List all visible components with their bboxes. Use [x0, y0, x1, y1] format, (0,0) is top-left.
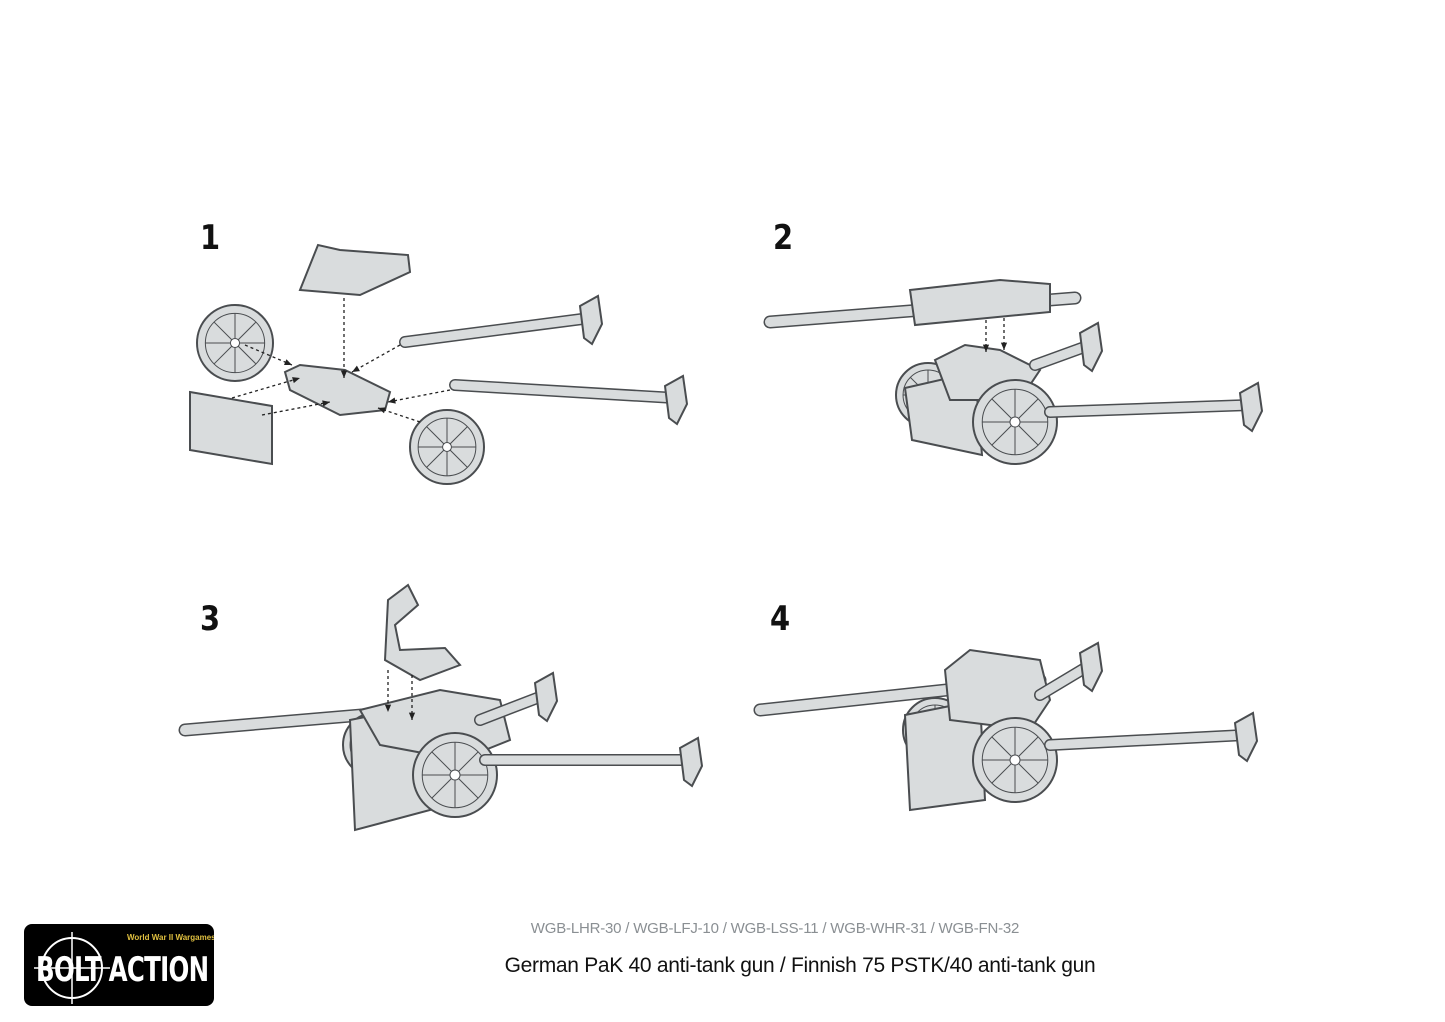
- arrow-shield-1-head: [292, 377, 300, 384]
- upper-trail-spade: [533, 671, 559, 723]
- gun-shield: [943, 648, 1052, 732]
- arrow-right-wheel: [377, 407, 421, 423]
- step-number-2: 2: [773, 218, 794, 258]
- bolt-action-logo: World War II Wargames Rules BOLT ACTION: [24, 924, 214, 1006]
- logo-tagline: World War II Wargames Rules: [127, 933, 214, 942]
- arrow-shield-2-head: [322, 400, 330, 407]
- step-number-1: 1: [200, 218, 221, 258]
- arrow-upper-trail: [351, 344, 401, 373]
- left-wheel-part-hub: [229, 337, 241, 349]
- near-wheel-hub: [449, 769, 461, 781]
- near-wheel-hub: [1009, 416, 1021, 428]
- arrow-upper-trail-head: [352, 365, 360, 372]
- logo-wordmark: BOLT ACTION: [36, 950, 209, 990]
- upper-trail-spade: [1078, 321, 1104, 373]
- lower-trail-spade: [1238, 381, 1264, 433]
- gun-shield-top: [383, 583, 462, 682]
- right-wheel-part-hub: [442, 442, 452, 452]
- barrel-cradle: [908, 278, 1051, 327]
- arrow-cradle-head: [340, 370, 348, 378]
- upper-trail-part: [400, 313, 595, 347]
- near-wheel-hub: [1009, 754, 1021, 766]
- product-codes: WGB-LHR-30 / WGB-LFJ-10 / WGB-LSS-11 / W…: [530, 920, 1020, 937]
- carriage-part: [283, 363, 392, 417]
- upper-trail-spade: [1078, 641, 1104, 693]
- arrow-left-wheel-head: [284, 359, 292, 365]
- upper-trail: [475, 690, 550, 725]
- gun-cradle-part: [298, 243, 412, 297]
- lower-trail: [1045, 730, 1250, 750]
- upper-trail: [1030, 340, 1095, 370]
- lower-trail-spade: [678, 736, 704, 788]
- lower-trail: [1045, 400, 1255, 417]
- arrow-lower-trail-head: [388, 397, 396, 404]
- arrow-shield-2-head: [408, 712, 416, 720]
- lower-trail-part: [450, 380, 680, 403]
- arrow-right-wheel-head: [378, 407, 386, 414]
- arrow-barrel-1-head: [982, 344, 990, 352]
- shield-part: [189, 390, 273, 466]
- step-number-3: 3: [200, 599, 221, 639]
- arrow-left-wheel: [244, 344, 293, 366]
- arrow-lower-trail: [387, 389, 451, 403]
- lower-trail-spade: [1233, 711, 1259, 763]
- arrow-barrel-2-head: [1000, 342, 1008, 350]
- lower-trail-part-spade: [663, 374, 689, 426]
- product-title: German PaK 40 anti-tank gun / Finnish 75…: [504, 954, 1096, 977]
- arrow-shield-1-head: [384, 704, 392, 712]
- upper-trail-part-spade: [578, 294, 604, 346]
- step-number-4: 4: [770, 599, 791, 639]
